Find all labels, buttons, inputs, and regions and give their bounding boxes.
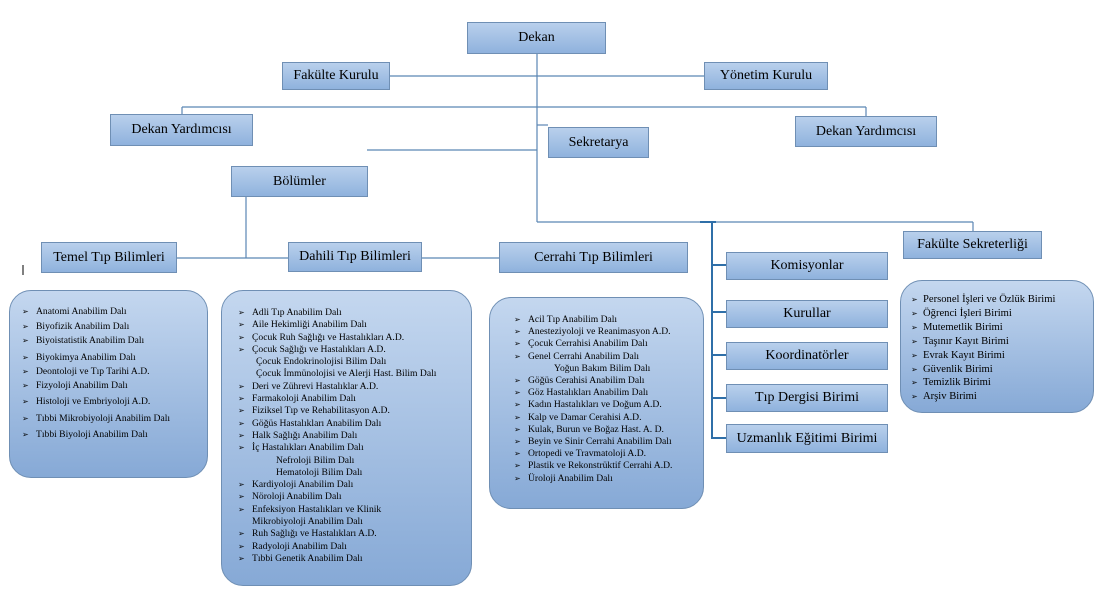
list-item: ➢Göğüs Cerahisi Anabilim Dalı bbox=[514, 375, 645, 387]
list-item: ➢Personel İşleri ve Özlük Birimi bbox=[911, 294, 1056, 305]
sekreterlik-panel: ➢Personel İşleri ve Özlük Birimi ➢Öğrenc… bbox=[900, 280, 1094, 413]
list-item: ➢Biyofizik Anabilim Dalı bbox=[22, 320, 130, 332]
list-item: ➢Aile Hekimliği Anabilim Dalı bbox=[238, 319, 367, 331]
uzmanlik-egitimi-birimi-box: Uzmanlık Eğitimi Birimi bbox=[726, 424, 888, 453]
list-item: ➢Histoloji ve Embriyoloji A.D. bbox=[22, 396, 151, 408]
temel-list: ➢Anatomi Anabilim Dalı ➢Biyofizik Anabil… bbox=[18, 305, 207, 442]
list-item: ➢Ortopedi ve Travmatoloji A.D. bbox=[514, 448, 647, 460]
list-item: ➢Öğrenci İşleri Birimi bbox=[911, 307, 1012, 319]
list-item: ➢Biyoistatistik Anabilim Dalı bbox=[22, 334, 145, 346]
list-item: ➢Çocuk Sağlığı ve Hastalıkları A.D. bbox=[238, 343, 386, 355]
list-item: ➢Çocuk Cerrahisi Anabilim Dalı bbox=[514, 338, 648, 350]
list-item: ➢Yoğun Bakım Bilim Dalı bbox=[554, 362, 651, 374]
bolumler-box: Bölümler bbox=[231, 166, 368, 197]
list-item: ➢Göz Hastalıkları Anabilim Dalı bbox=[514, 387, 649, 399]
list-item: ➢Acil Tıp Anabilim Dalı bbox=[514, 314, 618, 325]
dekan-yardimcisi-left-box: Dekan Yardımcısı bbox=[110, 114, 253, 146]
list-item: ➢İç Hastalıkları Anabilim Dalı bbox=[238, 442, 364, 454]
list-item: ➢Nefroloji Bilim Dalı bbox=[276, 454, 355, 466]
list-item: ➢Kardiyoloji Anabilim Dalı bbox=[238, 479, 354, 491]
list-item: ➢Radyoloji Anabilim Dalı bbox=[238, 540, 347, 552]
list-item: ➢Tıbbi Biyoloji Anabilim Dalı bbox=[22, 429, 148, 441]
sekretarya-box: Sekretarya bbox=[548, 127, 649, 158]
list-item: ➢Çocuk İmmünolojisi ve Alerji Hast. Bili… bbox=[256, 368, 437, 380]
list-item: ➢Kadın Hastalıkları ve Doğum A.D. bbox=[514, 399, 662, 411]
cerrahi-list: ➢Acil Tıp Anabilim Dalı ➢Anesteziyoloji … bbox=[510, 314, 703, 485]
list-item: ➢Fizyoloji Anabilim Dalı bbox=[22, 379, 128, 391]
list-item: ➢Enfeksiyon Hastalıkları ve Klinik bbox=[238, 503, 382, 515]
list-item: ➢Farmakoloji Anabilim Dalı bbox=[238, 393, 356, 405]
dahili-list: ➢Adli Tıp Anabilim Dalı ➢Aile Hekimliği … bbox=[234, 307, 471, 565]
koordinatorler-box: Koordinatörler bbox=[726, 342, 888, 370]
list-item: ➢Deontoloji ve Tıp Tarihi A.D. bbox=[22, 365, 150, 377]
fakulte-kurulu-box: Fakülte Kurulu bbox=[282, 62, 390, 90]
list-item: ➢Ruh Sağlığı ve Hastalıkları A.D. bbox=[238, 528, 377, 540]
list-item: ➢Biyokimya Anabilim Dalı bbox=[22, 351, 136, 363]
list-item: ➢Güvenlik Birimi bbox=[911, 363, 993, 375]
tip-dergisi-birimi-box: Tıp Dergisi Birimi bbox=[726, 384, 888, 412]
list-item: ➢Arşiv Birimi bbox=[911, 391, 977, 403]
cerrahi-tip-bilimleri-box: Cerrahi Tıp Bilimleri bbox=[499, 242, 688, 273]
dahili-panel: ➢Adli Tıp Anabilim Dalı ➢Aile Hekimliği … bbox=[221, 290, 472, 586]
list-item: ➢Beyin ve Sinir Cerrahi Anabilim Dalı bbox=[514, 436, 672, 448]
dekan-box: Dekan bbox=[467, 22, 606, 54]
list-item: ➢Göğüs Hastalıkları Anabilim Dalı bbox=[238, 417, 382, 429]
list-item: ➢Fiziksel Tıp ve Rehabilitasyon A.D. bbox=[238, 405, 390, 417]
list-item: ➢Adli Tıp Anabilim Dalı bbox=[238, 307, 342, 318]
list-item: ➢Hematoloji Bilim Dalı bbox=[276, 466, 363, 478]
list-item: ➢Çocuk Ruh Sağlığı ve Hastalıkları A.D. bbox=[238, 331, 405, 343]
yonetim-kurulu-box: Yönetim Kurulu bbox=[704, 62, 828, 90]
temel-tip-bilimleri-box: Temel Tıp Bilimleri bbox=[41, 242, 177, 273]
list-item: ➢Kulak, Burun ve Boğaz Hast. A. D. bbox=[514, 423, 664, 435]
list-item: ➢Deri ve Zührevi Hastalıklar A.D. bbox=[238, 380, 379, 392]
list-item: ➢Anesteziyoloji ve Reanimasyon A.D. bbox=[514, 326, 671, 338]
dahili-tip-bilimleri-box: Dahili Tıp Bilimleri bbox=[288, 242, 422, 272]
list-item: ➢Tıbbi Genetik Anabilim Dalı bbox=[238, 552, 363, 564]
cerrahi-panel: ➢Acil Tıp Anabilim Dalı ➢Anesteziyoloji … bbox=[489, 297, 704, 509]
list-item: ➢Taşınır Kayıt Birimi bbox=[911, 335, 1009, 347]
list-item: ➢Halk Sağlığı Anabilim Dalı bbox=[238, 429, 358, 441]
list-item: ➢Anatomi Anabilim Dalı bbox=[22, 306, 127, 317]
list-item: ➢Çocuk Endokrinolojisi Bilim Dalı bbox=[256, 356, 387, 368]
list-item: ➢Genel Cerrahi Anabilim Dalı bbox=[514, 350, 640, 362]
list-item: ➢Tıbbi Mikrobiyoloji Anabilim Dalı bbox=[22, 413, 171, 425]
fakulte-sekreterligi-box: Fakülte Sekreterliği bbox=[903, 231, 1042, 259]
list-item: ➢Nöroloji Anabilim Dalı bbox=[238, 491, 342, 503]
list-item: ➢Mutemetlik Birimi bbox=[911, 321, 1003, 333]
komisyonlar-box: Komisyonlar bbox=[726, 252, 888, 280]
list-item: ➢Kalp ve Damar Cerahisi A.D. bbox=[514, 411, 642, 423]
temel-panel: ➢Anatomi Anabilim Dalı ➢Biyofizik Anabil… bbox=[9, 290, 208, 478]
list-item: ➢Mikrobiyoloji Anabilim Dalı bbox=[252, 516, 363, 528]
list-item: ➢Evrak Kayıt Birimi bbox=[911, 349, 1005, 361]
kurullar-box: Kurullar bbox=[726, 300, 888, 328]
sekreterlik-list: ➢Personel İşleri ve Özlük Birimi ➢Öğrenc… bbox=[909, 293, 1093, 404]
dekan-yardimcisi-right-box: Dekan Yardımcısı bbox=[795, 116, 937, 147]
list-item: ➢Temizlik Birimi bbox=[911, 377, 991, 389]
list-item: ➢Plastik ve Rekonstrüktif Cerrahi A.D. bbox=[514, 460, 673, 472]
list-item: ➢Üroloji Anabilim Dalı bbox=[514, 472, 613, 484]
